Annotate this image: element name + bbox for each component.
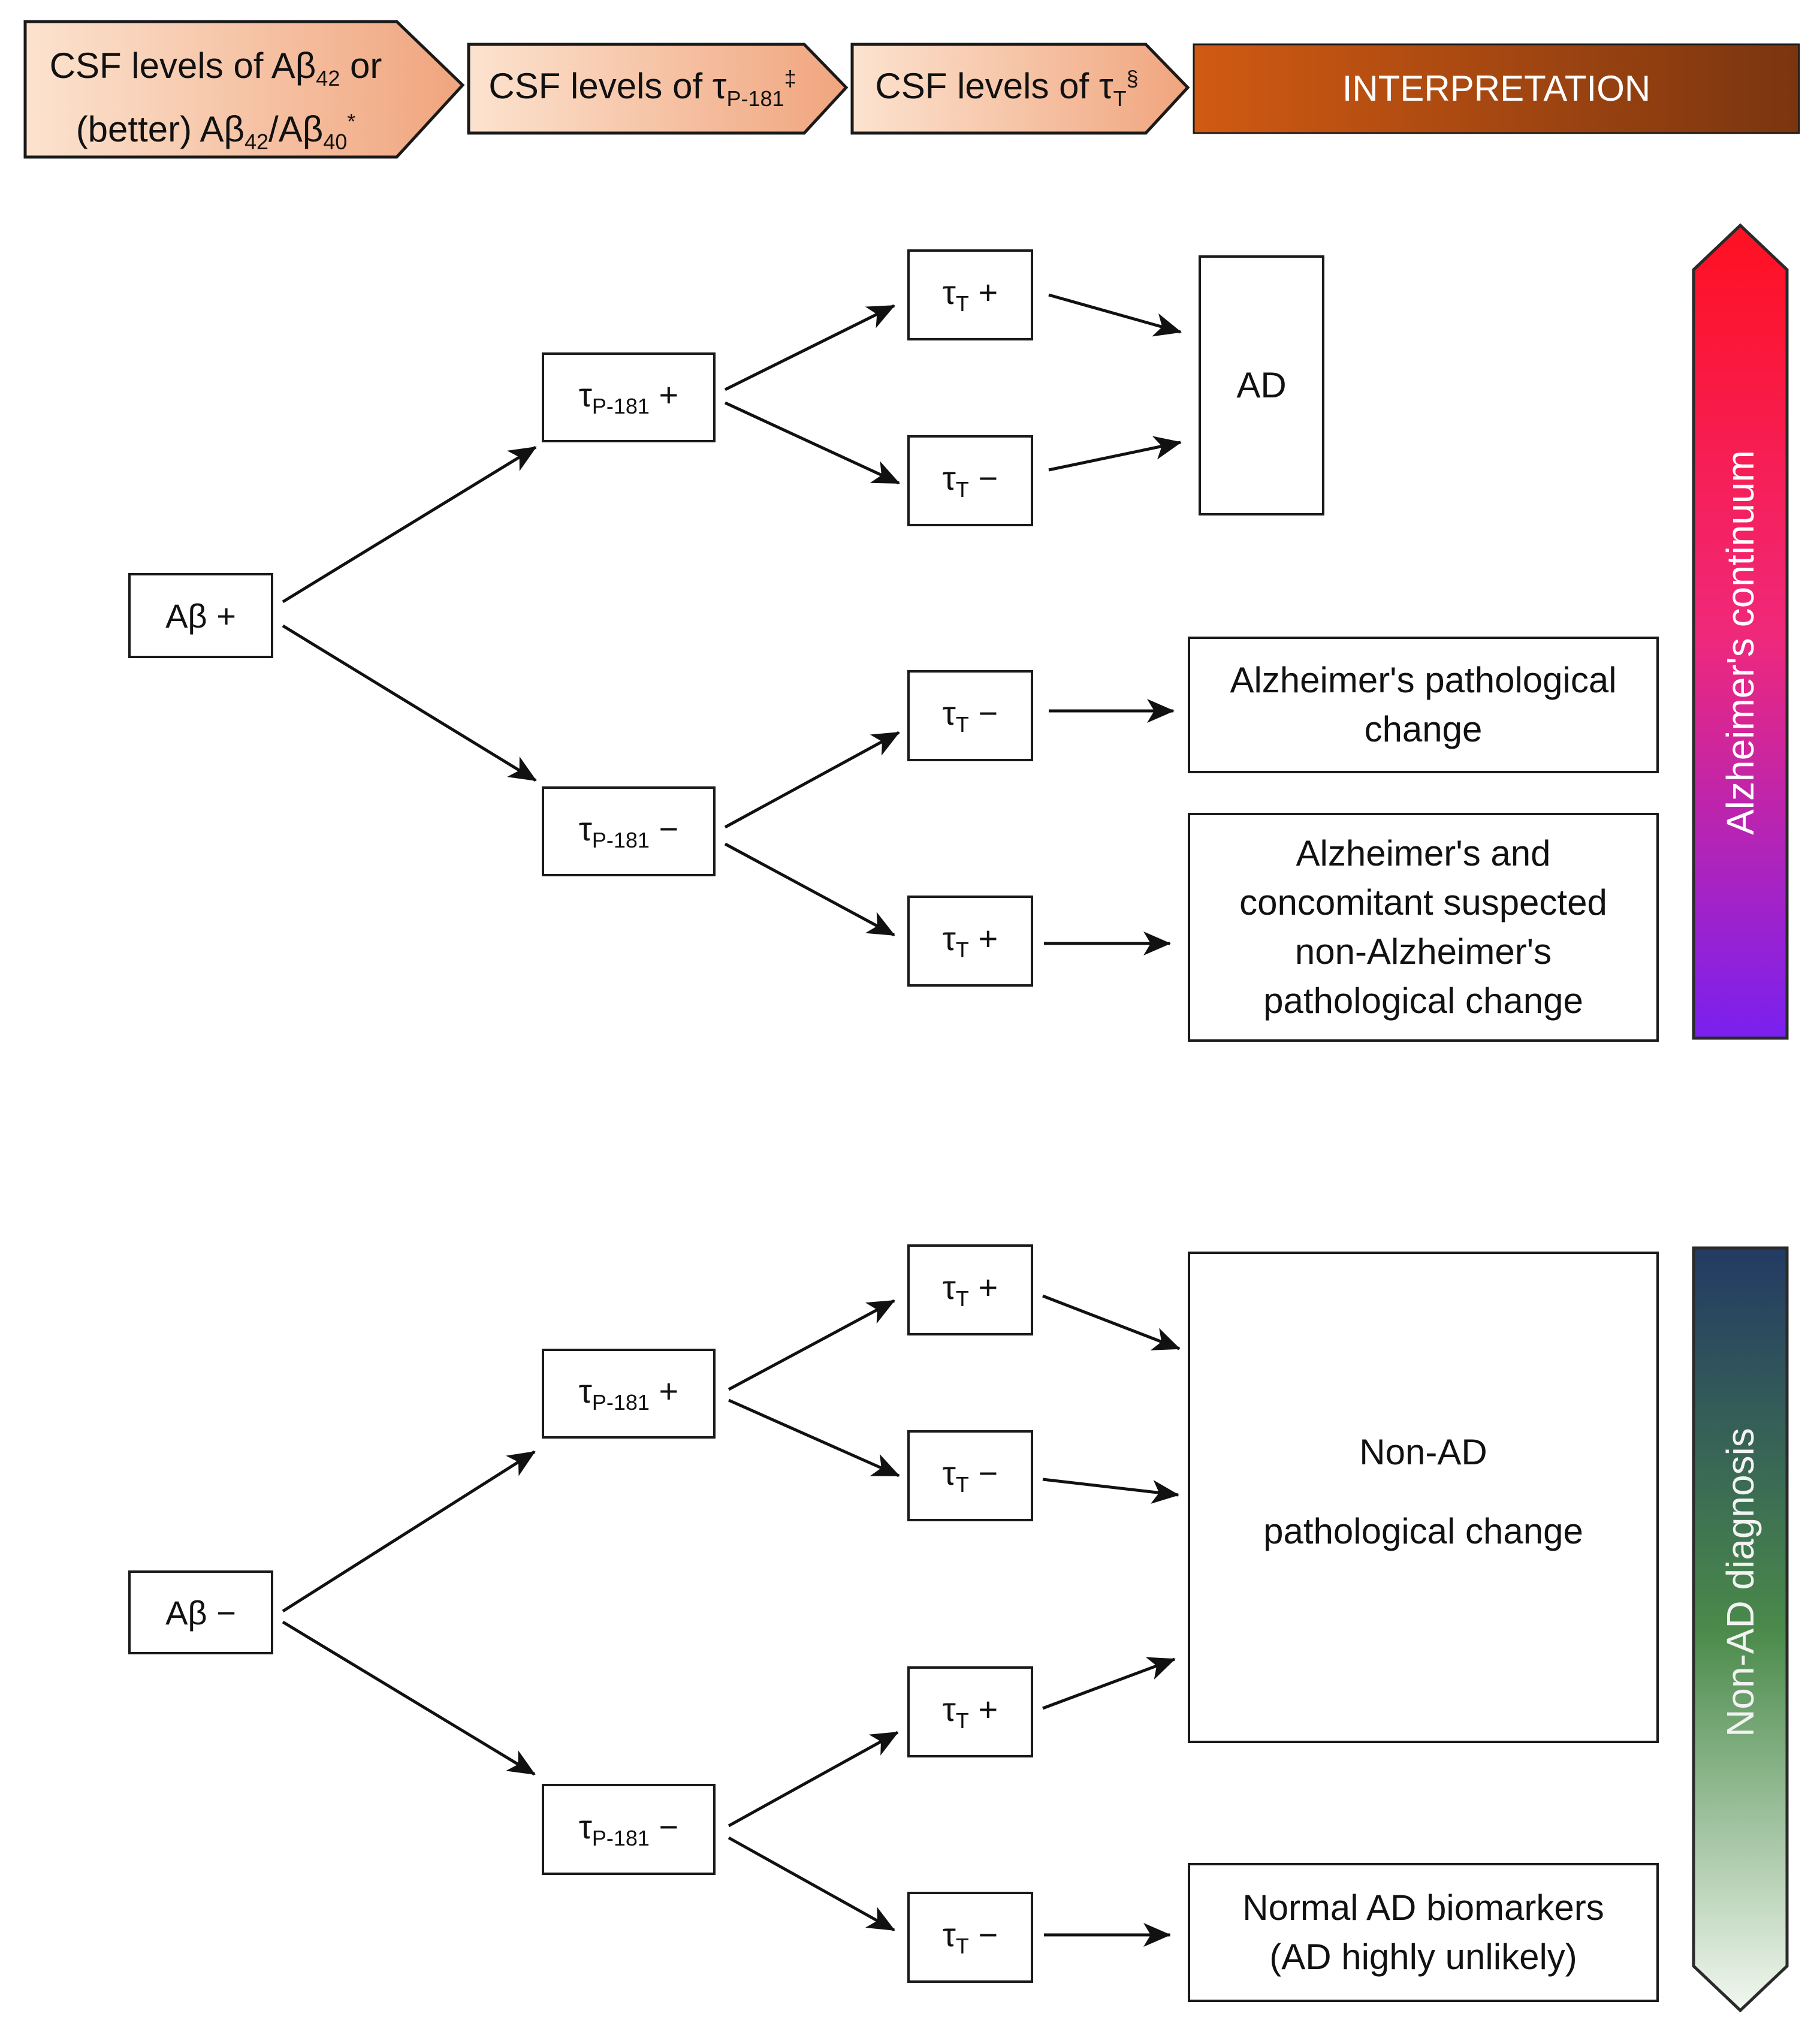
- arrow-abneg-to-tp-plus: [282, 1450, 536, 1613]
- arrow-tp-minus-to-tt-plus-b: [724, 842, 895, 937]
- arrow-tp-plus-to-tt-minus-c: [728, 1398, 900, 1478]
- arrow-abpos-to-tp-minus: [282, 624, 537, 782]
- arrow-abpos-to-tp-plus: [282, 445, 537, 604]
- arrow-tt-plus-d-to-nonad: [1042, 1657, 1176, 1710]
- non-ad-diagnosis-label: Non-AD diagnosis: [1719, 1428, 1762, 1737]
- arrow-tt-plus-a-to-ad: [1048, 293, 1182, 337]
- node-tp181-positive-upper: τP-181 +: [542, 352, 716, 442]
- outcome-alzheimers-pathological-change: Alzheimer's pathological change: [1188, 637, 1659, 773]
- arrow-tp-minus-to-tt-plus-d: [728, 1730, 899, 1828]
- node-tp181-negative-lower: τP-181 −: [542, 1784, 716, 1875]
- arrow-tp-plus-to-tt-plus-a: [724, 304, 895, 391]
- arrow-abneg-to-tp-minus: [282, 1620, 536, 1776]
- node-tp181-negative-upper: τP-181 −: [542, 786, 716, 876]
- node-tt-negative-a: τT −: [907, 435, 1033, 526]
- header-step-3-shape: [850, 43, 1190, 135]
- non-ad-diagnosis-bar: [1692, 1246, 1789, 2013]
- arrow-tp-plus-to-tt-plus-c: [728, 1299, 895, 1391]
- arrow-tp-minus-to-tt-minus-b: [724, 731, 900, 829]
- arrow-tt-plus-c-to-nonad: [1042, 1294, 1181, 1350]
- node-tt-positive-a: τT +: [907, 249, 1033, 340]
- header-step-2-label: CSF levels of τP-181‡: [488, 66, 796, 111]
- node-tt-negative-d: τT −: [907, 1892, 1033, 1983]
- node-tt-negative-b: τT −: [907, 670, 1033, 761]
- header-step-1-label: CSF levels of Aβ42 or (better) Aβ42/Aβ40…: [49, 46, 382, 154]
- outcome-concomitant-change: Alzheimer's and concomitant suspected no…: [1188, 813, 1659, 1042]
- node-ab-positive: Aβ +: [128, 573, 273, 658]
- header-step-1-shape: [23, 20, 465, 159]
- header-step-4-shape: [1193, 43, 1800, 134]
- node-tt-negative-c: τT −: [907, 1430, 1033, 1521]
- header-step-4-label: INTERPRETATION: [1342, 68, 1651, 108]
- outcome-non-ad-pathological-change: Non-AD pathological change: [1188, 1252, 1659, 1743]
- node-tt-positive-c: τT +: [907, 1244, 1033, 1335]
- outcome-normal-ad-biomarkers: Normal AD biomarkers (AD highly unlikely…: [1188, 1863, 1659, 2002]
- node-ab-negative: Aβ −: [128, 1570, 273, 1654]
- outcome-ad: AD: [1199, 255, 1324, 515]
- header-step-3-label: CSF levels of τT§: [875, 66, 1139, 111]
- header-step-2-shape: [467, 43, 849, 135]
- arrow-tt-minus-a-to-ad: [1048, 436, 1182, 472]
- arrow-tp-plus-to-tt-minus-a: [724, 401, 900, 485]
- node-tt-positive-d: τT +: [907, 1666, 1033, 1757]
- node-tp181-positive-lower: τP-181 +: [542, 1349, 716, 1439]
- arrow-tt-minus-c-to-nonad: [1042, 1478, 1179, 1504]
- alzheimers-continuum-bar: [1692, 223, 1789, 1040]
- arrow-tp-minus-to-tt-minus-d: [728, 1836, 895, 1932]
- node-tt-positive-b: τT +: [907, 896, 1033, 987]
- alzheimers-continuum-label: Alzheimer's continuum: [1719, 450, 1762, 835]
